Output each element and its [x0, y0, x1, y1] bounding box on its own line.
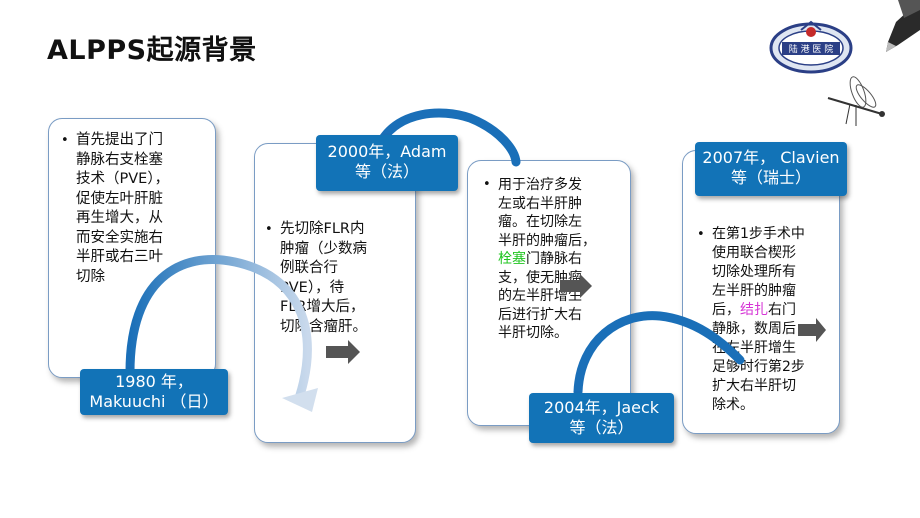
slide-title: ALPPS起源背景: [47, 35, 257, 66]
text-line: 足够时行第2步: [712, 359, 805, 375]
text-line: 切除处理所有: [712, 264, 796, 280]
text-line: 切除: [76, 268, 105, 285]
text-line: FLR增大后，: [280, 299, 365, 315]
text-line: 静脉，数周后: [712, 321, 796, 337]
year-label-1980: 1980 年， Makuuchi （日）: [80, 369, 228, 415]
text-line: 左半肝的肿瘤: [712, 283, 796, 299]
svg-text:陆 港 医 院: 陆 港 医 院: [789, 43, 834, 55]
dragonfly-icon: [827, 76, 885, 126]
text-line: 支，使无肿瘤: [498, 269, 582, 286]
label-line: 等（法）: [354, 162, 419, 181]
text-line: 后，结扎右门: [712, 301, 852, 320]
card-1980-text: 首先提出了门 静脉右支栓塞 技术（PVE）， 促使左叶肝脏 再生增大，从 而安全…: [61, 131, 226, 287]
text-line: 使用联合楔形: [712, 245, 796, 261]
text-line: 栓塞门静脉右: [498, 250, 643, 269]
text-line: 除术。: [712, 397, 754, 413]
text-line: 而安全实施右: [76, 229, 163, 246]
card-2004-text: 用于治疗多发 左或右半肝肿 瘤。在切除左 半肝的肿瘤后， 栓塞门静脉右 支，使无…: [483, 176, 643, 343]
text-line: 再生增大，从: [76, 210, 163, 226]
pen-icon: [886, 0, 920, 52]
text-line: 用于治疗多发: [498, 177, 582, 193]
card-2004: 用于治疗多发 左或右半肝肿 瘤。在切除左 半肝的肿瘤后， 栓塞门静脉右 支，使无…: [467, 160, 631, 426]
text-line: 技术（PVE），: [76, 171, 170, 187]
text-line: 后进行扩大右: [498, 306, 582, 323]
text-fragment: 右门: [768, 302, 796, 318]
text-fragment: 门静脉右: [526, 251, 582, 267]
card-1980: 首先提出了门 静脉右支栓塞 技术（PVE）， 促使左叶肝脏 再生增大，从 而安全…: [48, 118, 216, 378]
text-line: 肿瘤（少数病: [280, 240, 367, 257]
text-line: 切除含瘤肝。: [280, 318, 367, 335]
text-line: 半肝或右三叶: [76, 249, 163, 265]
label-line: 等（法）: [569, 418, 634, 437]
text-line: 静脉右支栓塞: [76, 151, 163, 168]
card-2007-text: 在第1步手术中 使用联合楔形 切除处理所有 左半肝的肿瘤 后，结扎右门 静脉，数…: [697, 225, 852, 415]
text-line: 首先提出了门: [76, 132, 163, 148]
hospital-logo: 陆 港 医 院: [769, 20, 853, 74]
text-fragment: 后，: [712, 302, 740, 318]
text-line: 在左半肝增生: [712, 340, 796, 356]
year-label-2007: 2007年， Clavien 等（瑞士）: [695, 142, 847, 196]
card-2007: 在第1步手术中 使用联合楔形 切除处理所有 左半肝的肿瘤 后，结扎右门 静脉，数…: [682, 150, 840, 434]
text-line: 扩大右半肝切: [712, 378, 796, 394]
text-line: PVE），待: [280, 279, 345, 296]
text-line: 左或右半肝肿: [498, 195, 582, 212]
text-line: 例联合行: [280, 260, 338, 276]
label-line: 等（瑞士）: [730, 168, 811, 187]
text-line: 瘤。在切除左: [498, 214, 582, 230]
card-2000-text: 先切除FLR内 肿瘤（少数病 例联合行 PVE），待 FLR增大后， 切除含瘤肝…: [265, 220, 425, 337]
label-line: 2000年，Adam: [327, 142, 447, 161]
text-line: 在第1步手术中: [712, 226, 805, 242]
year-label-2004: 2004年，Jaeck 等（法）: [529, 393, 674, 443]
year-label-2000: 2000年，Adam 等（法）: [316, 135, 458, 191]
label-line: 2004年，Jaeck: [543, 398, 660, 417]
text-line: 半肝的肿瘤后，: [498, 232, 596, 249]
text-line: 半肝切除。: [498, 325, 568, 341]
highlight-embolization: 栓塞: [498, 251, 526, 267]
label-line: 2007年， Clavien: [702, 148, 840, 167]
label-line: 1980 年，: [115, 372, 193, 391]
label-line: Makuuchi （日）: [89, 392, 219, 411]
text-line: 先切除FLR内: [280, 221, 365, 237]
highlight-ligation: 结扎: [740, 302, 768, 318]
text-line: 促使左叶肝脏: [76, 190, 163, 207]
text-line: 的左半肝增生: [498, 288, 582, 304]
